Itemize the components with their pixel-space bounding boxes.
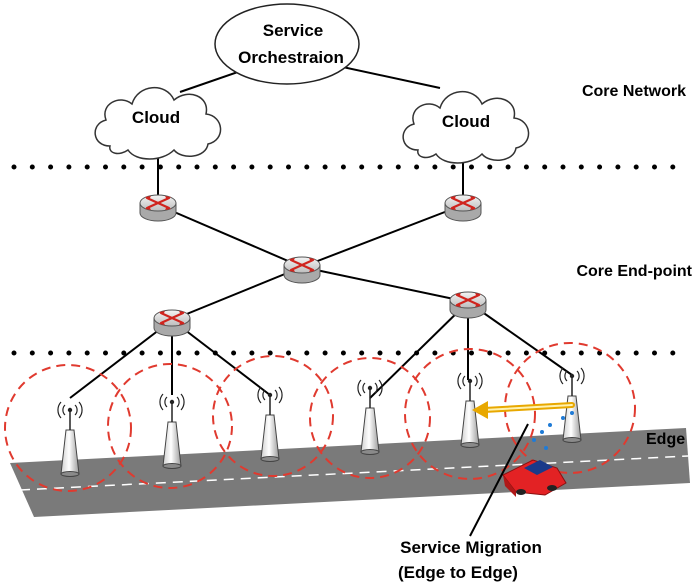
- cloud-right: Cloud: [402, 90, 530, 164]
- layer-label-core-network: Core Network: [582, 83, 686, 100]
- orchestrator-label-line1: Service: [263, 21, 324, 40]
- antenna-tower-icon: [257, 386, 283, 463]
- migration-label-line1: Service Migration: [400, 538, 542, 557]
- service-orchestrator: Service Orchestraion: [214, 3, 360, 85]
- coverage-circle: [212, 355, 334, 477]
- router-icon: [152, 308, 192, 338]
- coverage-circle: [107, 363, 233, 489]
- router-icon: [448, 290, 488, 320]
- cloud-right-label: Cloud: [442, 112, 490, 131]
- router-icon: [138, 193, 178, 223]
- coverage-circle: [309, 357, 431, 479]
- signal-dots: [532, 411, 574, 450]
- cloud-left: Cloud: [94, 86, 222, 160]
- coverage-circle: [4, 364, 132, 492]
- coverage-circle: [404, 348, 536, 480]
- migration-callout-line: [469, 423, 529, 537]
- antenna-tower-icon: [159, 393, 185, 470]
- layer-label-core-endpoint: Core End-point: [576, 263, 692, 280]
- router-icon: [443, 193, 483, 223]
- layer-label-edge: Edge: [646, 431, 685, 448]
- migration-arrow: [472, 401, 575, 419]
- cloud-left-label: Cloud: [132, 108, 180, 127]
- road-lane-marking: [19, 455, 689, 491]
- car-icon: [502, 459, 567, 497]
- antenna-tower-icon: [57, 401, 83, 478]
- orchestrator-label-line2: Orchestraion: [238, 48, 344, 67]
- antenna-tower-icon: [357, 379, 383, 456]
- migration-label-line2: (Edge to Edge): [398, 563, 518, 582]
- router-icon: [282, 255, 322, 285]
